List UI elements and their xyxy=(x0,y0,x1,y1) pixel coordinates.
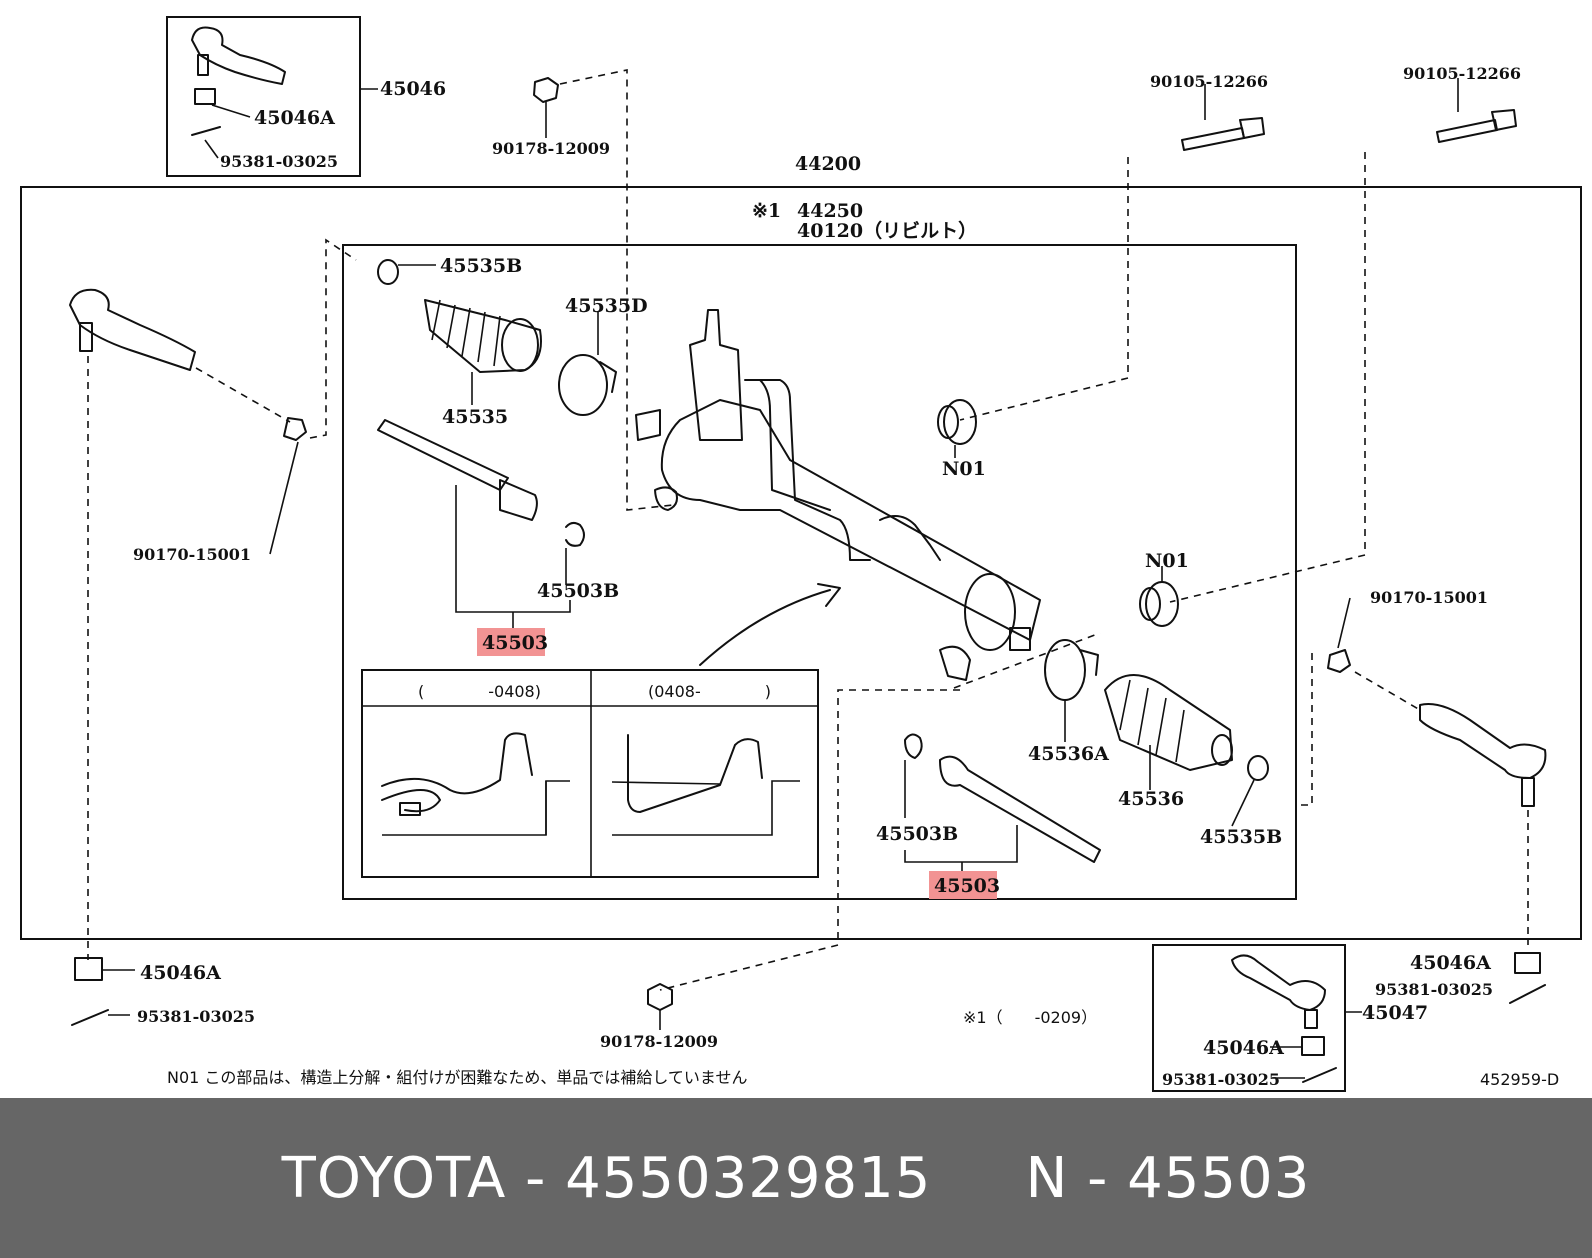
label-n01-mid: N01 xyxy=(1145,550,1189,572)
label-bolt-2: 90105-12266 xyxy=(1403,64,1521,83)
label-45536a: 45536A xyxy=(1028,743,1109,765)
clamp-icon xyxy=(1247,755,1269,781)
label-45046: 45046 xyxy=(380,78,446,100)
castle-nut-icon xyxy=(74,957,103,981)
bolt-icon xyxy=(1436,109,1517,143)
clamp-icon xyxy=(377,259,399,285)
tie-rod-end-rh-box xyxy=(1152,944,1346,1092)
label-90178-top: 90178-12009 xyxy=(492,139,610,158)
highlight-rack-end-bottom xyxy=(929,871,997,899)
grommet-icon xyxy=(937,399,977,445)
clamp-icon xyxy=(558,354,617,416)
code-prefix: N xyxy=(1025,1145,1069,1211)
tie-rod-end-lh-icon xyxy=(191,26,286,85)
inner-tie-rod-icon xyxy=(939,755,1101,863)
label-n01-top: N01 xyxy=(942,458,986,480)
boot-icon xyxy=(424,299,542,373)
inset-right-header: (0408- ) xyxy=(648,682,771,701)
label-45046a-left: 45046A xyxy=(140,962,221,984)
lock-washer-icon xyxy=(904,733,923,759)
tube-detail-inset: ( -0408) (0408- ) xyxy=(361,669,819,878)
nut-icon xyxy=(1327,649,1351,673)
label-bolt-1: 90105-12266 xyxy=(1150,72,1268,91)
catalog-code: 45503 xyxy=(1127,1145,1311,1211)
part-number: 4550329815 xyxy=(565,1145,932,1211)
label-45046a-box: 45046A xyxy=(1203,1037,1284,1059)
label-40120: 40120（リビルト） xyxy=(797,219,977,242)
castle-nut-icon xyxy=(1514,952,1541,974)
cotter-pin-icon xyxy=(1509,984,1546,1004)
nut-top-icon xyxy=(533,77,559,103)
label-45503-top: 45503 xyxy=(482,632,548,654)
cotter-pin-icon xyxy=(71,1009,109,1026)
inner-tie-rod-icon xyxy=(377,419,538,521)
castle-nut-icon xyxy=(1301,1036,1325,1056)
lock-washer-icon xyxy=(565,521,585,547)
label-45535b-top: 45535B xyxy=(440,255,522,277)
tie-rod-end-rh-icon xyxy=(1419,703,1547,807)
nut-icon xyxy=(283,417,307,441)
footer-separator: - xyxy=(1087,1145,1109,1211)
nut-icon xyxy=(647,983,673,1011)
highlight-rack-end-top xyxy=(477,628,545,656)
label-44200: 44200 xyxy=(795,153,861,175)
label-45535d: 45535D xyxy=(565,295,648,317)
tie-rod-end-lh-box xyxy=(166,16,361,177)
label-note-footnote: ※1（ -0209） xyxy=(963,1008,1097,1027)
inset-left-header: ( -0408) xyxy=(418,682,541,701)
gear-assembly-frame xyxy=(20,186,1582,940)
label-90170-right: 90170-15001 xyxy=(1370,588,1488,607)
label-45047: 45047 xyxy=(1362,1002,1428,1024)
tie-rod-end-rh-icon xyxy=(1231,954,1326,1029)
part-number-footer: TOYOTA - 4550329815 N - 45503 xyxy=(0,1098,1592,1258)
castle-nut-icon xyxy=(194,88,216,105)
steering-rack-housing-icon xyxy=(635,309,1041,681)
steering-gear-exploded-diagram: ( -0408) (0408- ) xyxy=(20,16,1582,1092)
detail-arrow xyxy=(699,589,831,666)
n01-note-text: N01 この部品は、構造上分解・組付けが困難なため、単品では補給していません xyxy=(167,1068,747,1087)
label-45503b-top: 45503B xyxy=(537,580,619,602)
label-95381-left: 95381-03025 xyxy=(137,1007,255,1026)
grommet-icon xyxy=(1139,581,1179,627)
brand-name: TOYOTA xyxy=(281,1145,507,1211)
label-45503-bottom: 45503 xyxy=(934,875,1000,897)
label-95381-box: 95381-03025 xyxy=(1162,1070,1280,1089)
label-90178-bottom: 90178-12009 xyxy=(600,1032,718,1051)
label-45536: 45536 xyxy=(1118,788,1184,810)
clamp-icon xyxy=(1044,639,1099,701)
label-45046a-top: 45046A xyxy=(254,107,335,129)
cotter-pin-icon xyxy=(191,126,221,136)
cotter-pin-icon xyxy=(1302,1067,1337,1083)
label-note-marker: ※1 xyxy=(752,200,781,222)
label-45535b-bottom: 45535B xyxy=(1200,826,1282,848)
bolt-icon xyxy=(1181,117,1265,151)
diagram-id: 452959-D xyxy=(1480,1070,1559,1089)
footer-separator: - xyxy=(525,1145,547,1211)
tie-rod-end-lh-icon xyxy=(69,288,196,371)
label-45046a-right: 45046A xyxy=(1410,952,1491,974)
label-44250: 44250 xyxy=(797,200,863,222)
label-90170-left: 90170-15001 xyxy=(133,545,251,564)
label-95381-right: 95381-03025 xyxy=(1375,980,1493,999)
boot-icon xyxy=(1104,674,1233,771)
label-95381-top: 95381-03025 xyxy=(220,152,338,171)
label-45535: 45535 xyxy=(442,406,508,428)
label-45503b-bottom: 45503B xyxy=(876,823,958,845)
